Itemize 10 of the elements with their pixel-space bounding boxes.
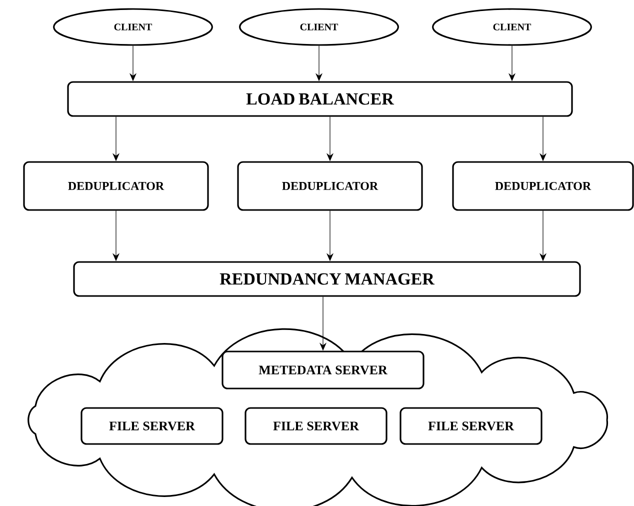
- cloud-shape: [28, 328, 608, 506]
- process-box: REDUNDANCY MANAGER: [73, 261, 581, 297]
- server-box: FILE SERVER: [400, 407, 542, 445]
- process-box: DEDUPLICATOR: [237, 161, 423, 211]
- process-box: DEDUPLICATOR: [452, 161, 634, 211]
- server-box: FILE SERVER: [80, 407, 224, 445]
- process-box: LOAD BALANCER: [67, 81, 573, 117]
- server-box: FILE SERVER: [244, 407, 388, 445]
- process-box: DEDUPLICATOR: [23, 161, 209, 211]
- server-box: METEDATA SERVER: [222, 350, 424, 390]
